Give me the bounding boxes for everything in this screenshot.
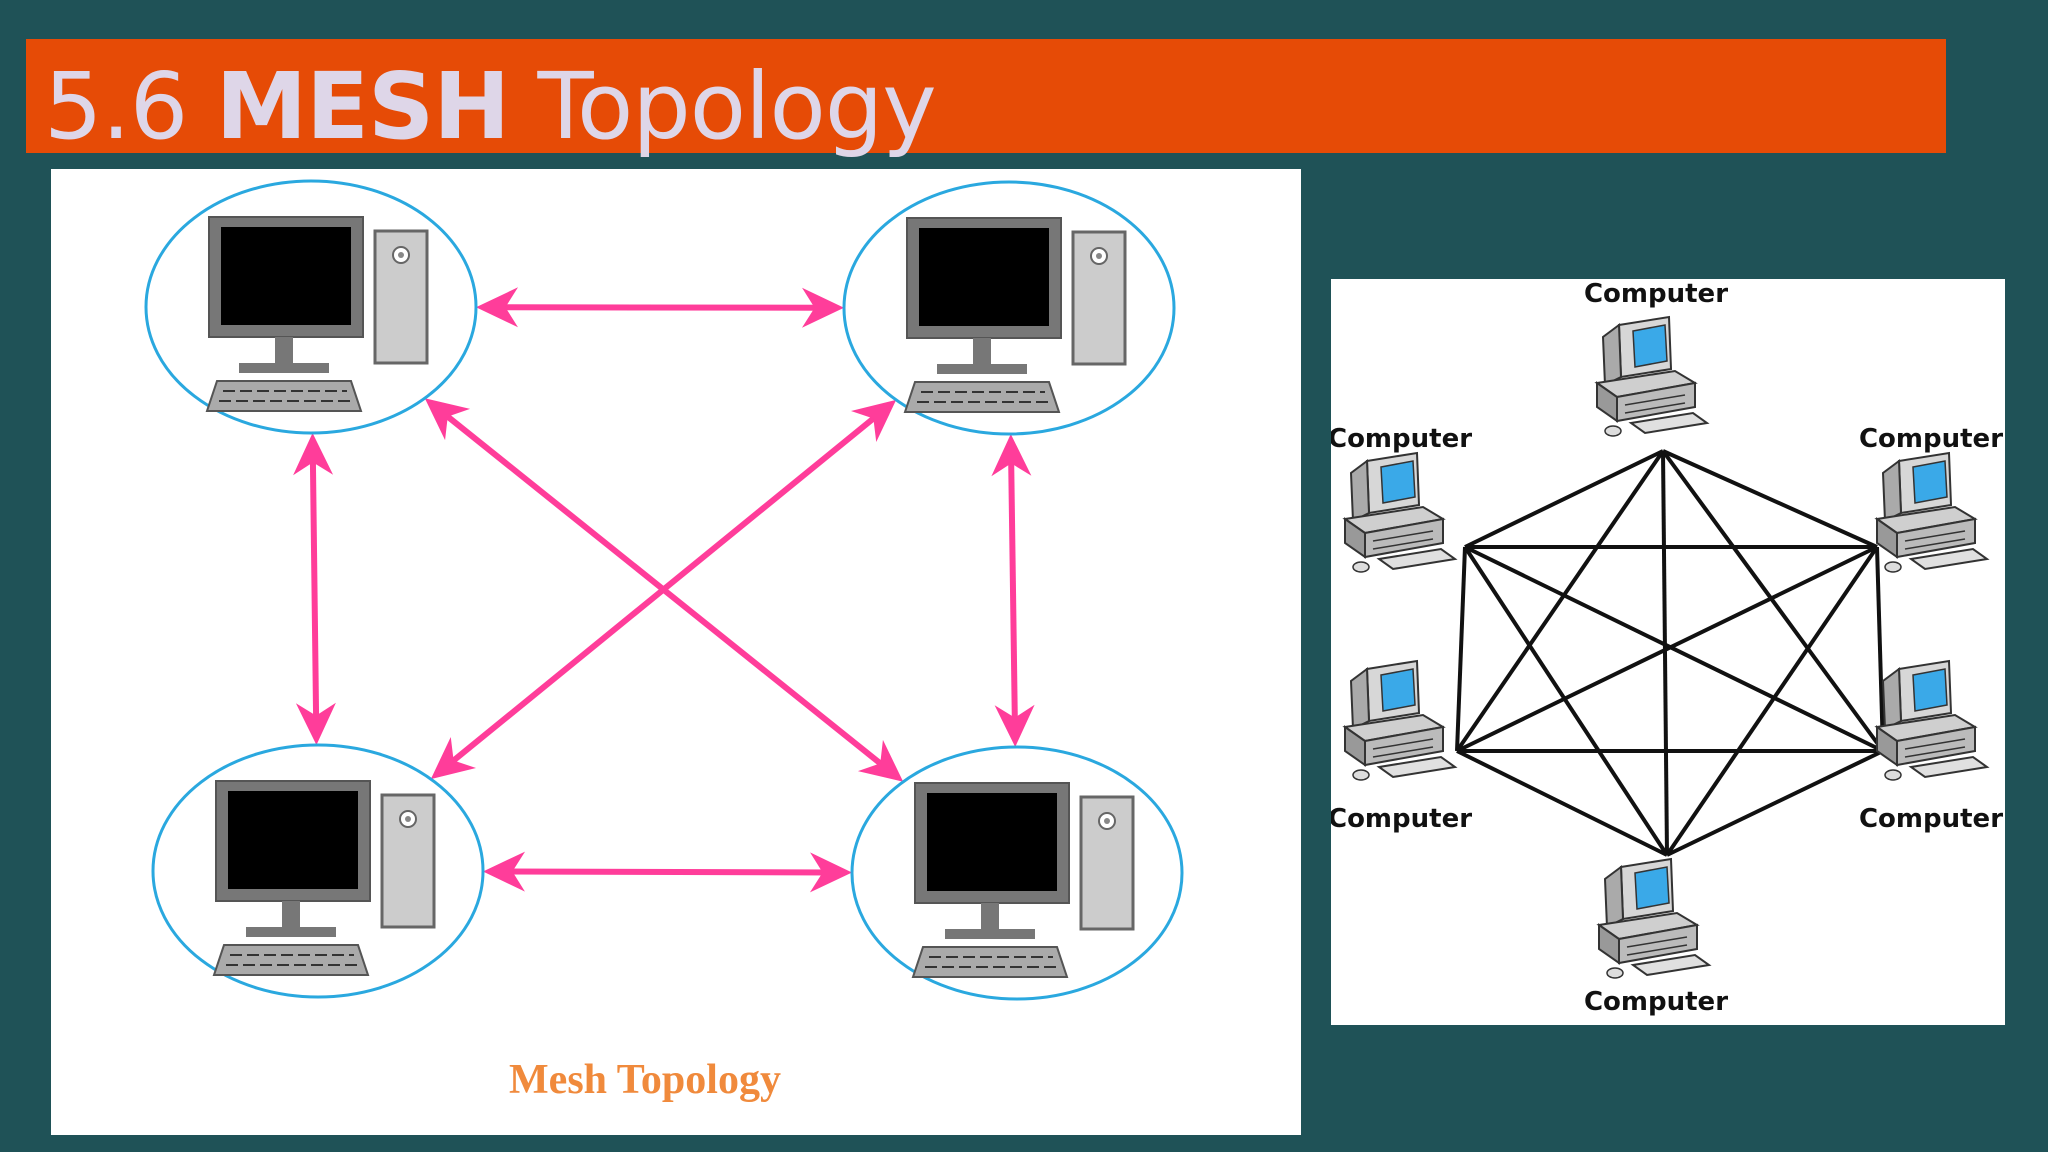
mesh-network-diagram: Computer Computer Computer Computer Comp… <box>1331 279 2003 1017</box>
arrow-head <box>430 737 477 780</box>
computer-node-upper-right: Computer <box>1859 424 2003 573</box>
title-prefix: 5.6 <box>44 53 216 160</box>
computer-label: Computer <box>1331 424 1472 454</box>
node-top-right <box>842 180 1176 436</box>
arrow-head <box>801 287 845 328</box>
node-bottom-left <box>151 743 485 999</box>
desktop-computer-icon <box>911 781 1135 979</box>
mesh-diagram-panel: Mesh Topology <box>51 169 1301 1135</box>
mesh-link-top-to-lower-right <box>1661 449 1885 753</box>
title-bold: MESH <box>215 53 511 160</box>
computer-node-bottom: Computer <box>1584 858 1728 1017</box>
title-bar <box>26 39 1946 153</box>
mesh-link-upper-right-to-lower-right <box>1875 546 1885 752</box>
arrow-head <box>482 851 526 892</box>
computer-icon <box>1876 660 1988 781</box>
computer-label: Computer <box>1859 424 2003 454</box>
arrow-head <box>850 399 897 442</box>
title-suffix: Topology <box>509 53 936 160</box>
mesh-diagram: Mesh Topology <box>144 179 1184 1103</box>
node-outline <box>144 179 478 435</box>
mesh-network-panel: Computer Computer Computer Computer Comp… <box>1331 279 2005 1025</box>
slide-title: 5.6 MESH Topology <box>44 50 937 164</box>
computer-icon <box>1876 452 1988 573</box>
computer-label: Computer <box>1859 804 2003 834</box>
computer-node-top: Computer <box>1584 279 1728 437</box>
node-outline <box>151 743 485 999</box>
arrow-head <box>475 287 519 328</box>
node-outline <box>850 745 1184 1001</box>
arrow-head <box>857 739 904 782</box>
arrow-head <box>809 852 853 893</box>
mesh-link-upper-right-to-bottom <box>1665 545 1879 857</box>
desktop-computer-icon <box>205 215 429 413</box>
node-bottom-right <box>850 745 1184 1001</box>
mesh-link-lower-left-to-bottom <box>1456 749 1668 857</box>
node-outline <box>842 180 1176 436</box>
arrow-head <box>295 702 336 746</box>
computer-icon <box>1344 452 1456 573</box>
computer-icon <box>1344 660 1456 781</box>
arrow-head <box>994 704 1035 748</box>
computer-node-lower-right: Computer <box>1859 660 2003 834</box>
computer-icon <box>1596 316 1708 437</box>
mesh-link-top-left-to-bottom-left <box>309 452 320 726</box>
computer-label: Computer <box>1584 279 1728 309</box>
mesh-link-upper-right-to-lower-left <box>1456 545 1878 753</box>
computer-node-upper-left: Computer <box>1331 424 1472 573</box>
mesh-link-top-right-to-bottom-right <box>1008 453 1018 728</box>
computer-label: Computer <box>1331 804 1472 834</box>
mesh-link-top-to-lower-left <box>1455 449 1665 753</box>
desktop-computer-icon <box>212 779 436 977</box>
mesh-link-top-to-bottom <box>1661 450 1669 856</box>
diagram-caption: Mesh Topology <box>509 1057 781 1103</box>
mesh-link-bottom-left-to-bottom-right <box>502 868 833 876</box>
node-top-left <box>144 179 478 435</box>
mesh-link-top-right-to-bottom-left <box>444 410 883 769</box>
mesh-link-top-to-upper-right <box>1662 449 1878 549</box>
desktop-computer-icon <box>903 216 1127 414</box>
mesh-link-upper-left-to-lower-right <box>1464 545 1884 753</box>
mesh-link-top-to-upper-left <box>1464 449 1664 549</box>
mesh-link-upper-left-to-bottom <box>1463 545 1669 857</box>
mesh-link-upper-left-to-lower-left <box>1455 546 1467 752</box>
computer-label: Computer <box>1584 987 1728 1017</box>
arrow-head <box>424 398 471 441</box>
mesh-link-lower-right-to-bottom <box>1666 749 1884 857</box>
arrow-head <box>991 433 1032 477</box>
computer-node-lower-left: Computer <box>1331 660 1472 834</box>
computer-icon <box>1598 858 1710 979</box>
arrow-head <box>293 432 334 476</box>
